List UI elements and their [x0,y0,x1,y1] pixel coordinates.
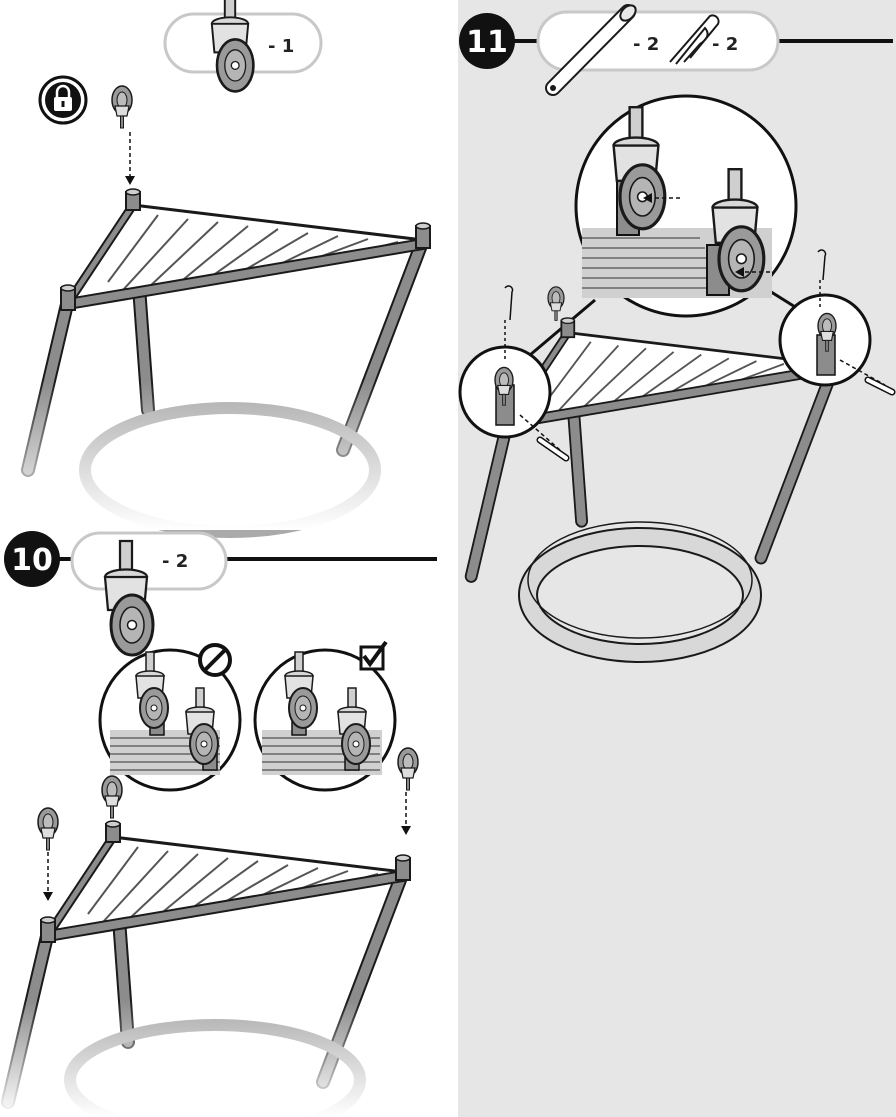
step10-callout [72,533,226,589]
step10-number: 10 [11,543,53,578]
fade [0,380,455,530]
arrow-head [125,176,135,185]
checkbox-checked-icon [361,642,386,669]
step10-caster-quantity: - 2 [162,551,188,572]
arrow-head [401,826,411,835]
arrow-head [43,892,53,901]
right-caster [398,748,418,790]
caster-quantity: - 1 [268,36,294,57]
step10-section: 10 - 2 [0,531,455,1117]
fade [0,1000,455,1117]
rear-caster [102,776,122,818]
top-left-section: - 1 [0,0,455,532]
correct-orientation-detail [255,650,395,790]
clip-quantity: - 2 [712,34,738,55]
pin-quantity: - 2 [633,34,659,55]
locking-caster [112,86,132,128]
left-caster [38,808,58,850]
lock-icon [40,77,86,123]
step11-number: 11 [466,25,508,60]
prohibited-icon [200,645,230,675]
